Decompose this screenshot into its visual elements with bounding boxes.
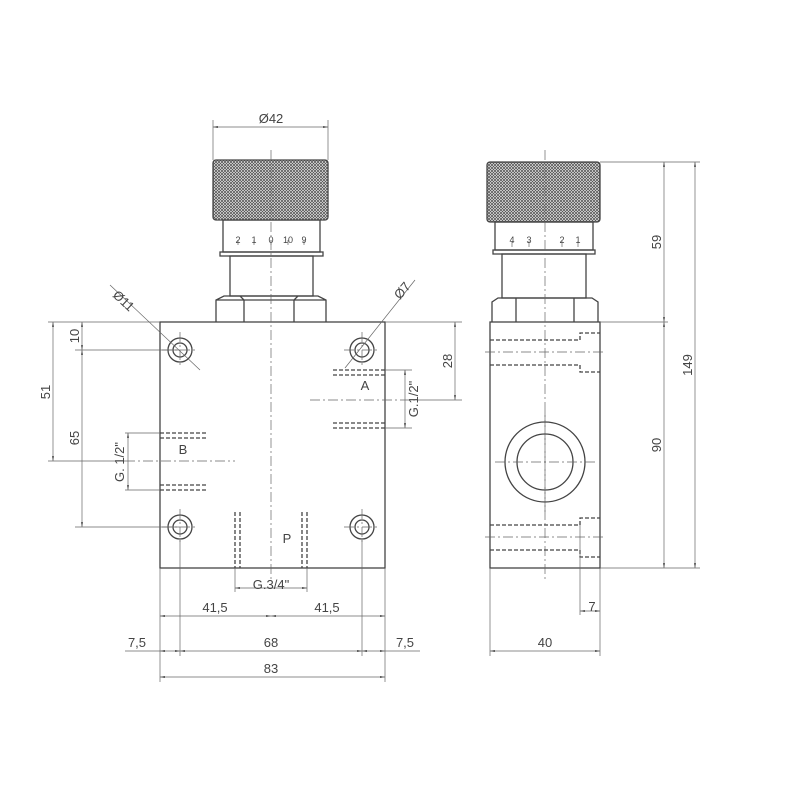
- front-view: 2 1 0 10 9 B A P Ø42 Ø11 Ø7 10 51 65 G. …: [38, 111, 462, 682]
- svg-text:10: 10: [283, 235, 293, 245]
- port-a-label: A: [361, 378, 370, 393]
- dim-83: 83: [264, 661, 278, 676]
- svg-text:3: 3: [526, 235, 531, 245]
- dim-thread-p: G.3/4": [253, 577, 290, 592]
- dim-41-5-left: 41,5: [202, 600, 227, 615]
- dim-51: 51: [38, 385, 53, 399]
- dim-90: 90: [649, 438, 664, 452]
- dim-68: 68: [264, 635, 278, 650]
- knob: [212, 159, 329, 221]
- svg-text:2: 2: [559, 235, 564, 245]
- dim-7: 7: [588, 599, 595, 614]
- dim-10: 10: [67, 329, 82, 343]
- svg-text:2: 2: [235, 235, 240, 245]
- svg-text:1: 1: [575, 235, 580, 245]
- dim-40: 40: [538, 635, 552, 650]
- dim-hole-diameter-11: Ø11: [110, 287, 137, 314]
- front-body: [159, 321, 386, 569]
- side-view: 4 3 2 1 59 90 149 7 40: [485, 150, 700, 656]
- svg-text:4: 4: [509, 235, 514, 245]
- side-scale: 4 3 2 1: [509, 235, 581, 247]
- dim-28: 28: [440, 354, 455, 368]
- dim-65: 65: [67, 431, 82, 445]
- dim-59: 59: [649, 235, 664, 249]
- svg-text:9: 9: [301, 235, 306, 245]
- port-b-label: B: [179, 442, 188, 457]
- side-knob: [486, 161, 601, 223]
- dim-thread-b: G. 1/2": [112, 442, 127, 482]
- dim-41-5-right: 41,5: [314, 600, 339, 615]
- dim-149: 149: [680, 354, 695, 376]
- svg-text:1: 1: [251, 235, 256, 245]
- port-p-label: P: [283, 531, 292, 546]
- dim-knob-diameter: Ø42: [259, 111, 284, 126]
- dim-hole-diameter-7: Ø7: [391, 279, 414, 302]
- dim-thread-a: G.1/2": [406, 380, 421, 417]
- dim-7-5-right: 7,5: [396, 635, 414, 650]
- dim-7-5-left: 7,5: [128, 635, 146, 650]
